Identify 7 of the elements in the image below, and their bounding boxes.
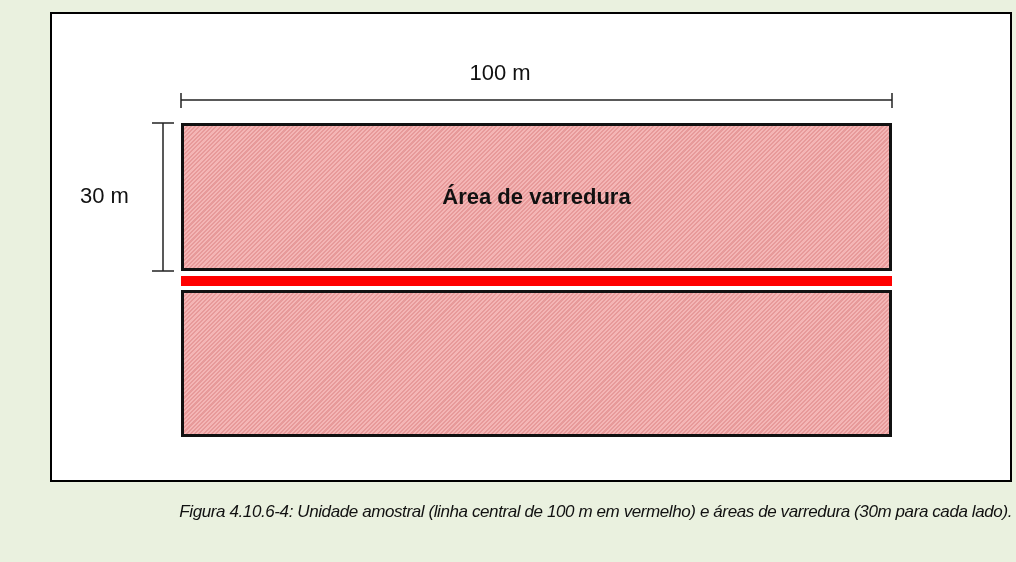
dimension-label: 30 m bbox=[80, 183, 129, 209]
dimension-label: 100 m bbox=[469, 60, 531, 86]
sweep-area-box bbox=[181, 123, 892, 271]
centre-line-bar bbox=[181, 276, 892, 286]
figure-caption: Figura 4.10.6-4: Unidade amostral (linha central de 100 m em vermelho) e áreas de varredura (30m para cada lado). bbox=[179, 502, 1012, 522]
area-label: Área de varredura bbox=[442, 184, 631, 210]
sweep-area-box bbox=[181, 290, 892, 437]
